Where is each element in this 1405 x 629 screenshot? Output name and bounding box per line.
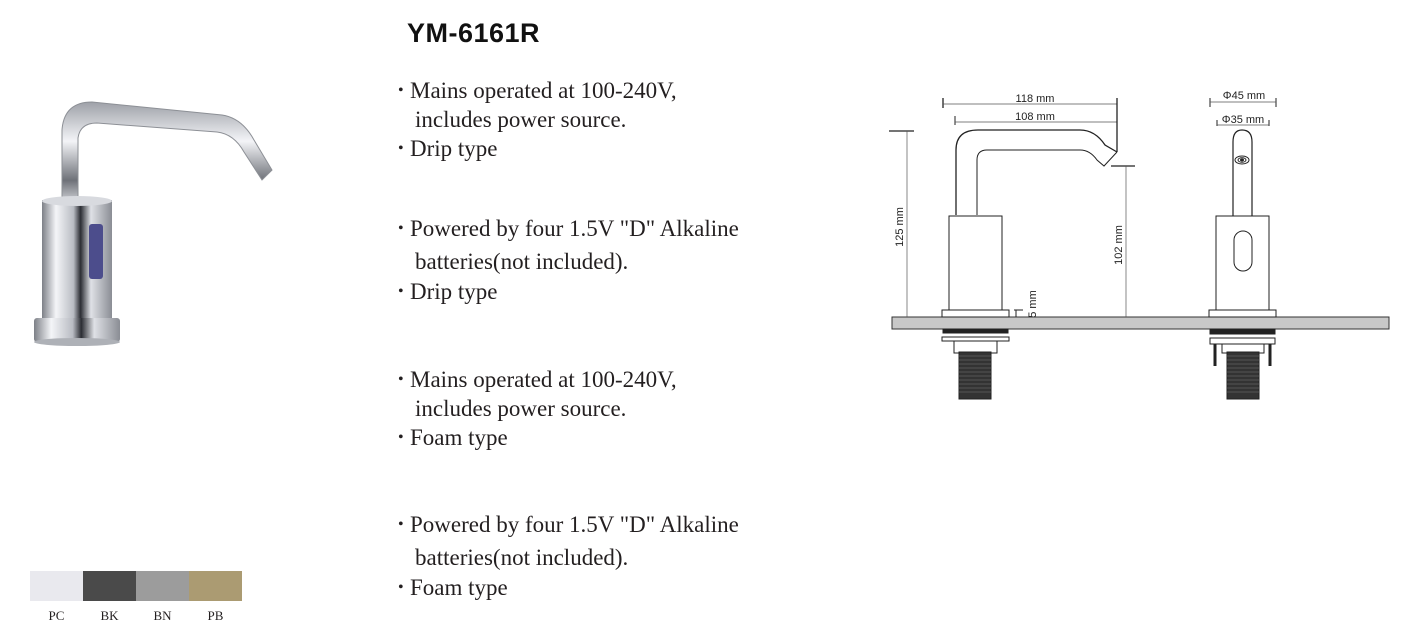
technical-drawing: 118 mm 108 mm 125 mm 102 mm 5 mm Φ45 mm … xyxy=(880,80,1395,415)
spec-group-battery-drip: • Powered by four 1.5V "D" Alkaline batte… xyxy=(398,212,739,305)
dim-125: 125 mm xyxy=(894,207,906,247)
spec-line: • Foam type xyxy=(398,574,739,601)
spec-line: includes power source. xyxy=(415,396,627,421)
spec-line: • Powered by four 1.5V "D" Alkaline xyxy=(398,508,739,541)
product-photo xyxy=(22,90,282,360)
spec-text: Powered by four 1.5V "D" Alkaline xyxy=(410,216,739,241)
spec-line: batteries(not included). xyxy=(415,545,629,570)
spec-type: Foam type xyxy=(410,425,508,450)
spec-group-mains-foam: • Mains operated at 100-240V, includes po… xyxy=(398,365,677,452)
finish-label: BK xyxy=(100,608,119,623)
spec-line: • Mains operated at 100-240V, xyxy=(398,365,677,394)
finish-labels: PC BK BN PB xyxy=(30,608,242,624)
faucet-photo-icon xyxy=(34,101,273,346)
finish-label: PB xyxy=(207,608,224,623)
dim-108: 108 mm xyxy=(1015,111,1055,123)
spec-group-battery-foam: • Powered by four 1.5V "D" Alkaline batte… xyxy=(398,508,739,601)
swatch-pc[interactable] xyxy=(30,571,83,601)
bullet-icon: • xyxy=(398,516,404,533)
spec-line: • Drip type xyxy=(398,278,739,305)
bullet-icon: • xyxy=(398,283,404,300)
spec-line: • Drip type xyxy=(398,134,677,163)
swatch-pb[interactable] xyxy=(189,571,242,601)
bullet-icon: • xyxy=(398,82,404,99)
spec-text: Mains operated at 100-240V, xyxy=(410,78,677,103)
spec-line: • Foam type xyxy=(398,423,677,452)
finish-swatches xyxy=(30,571,242,601)
finish-label: PC xyxy=(48,608,65,623)
spec-text: Mains operated at 100-240V, xyxy=(410,367,677,392)
dimension-drawing-icon: 118 mm 108 mm 125 mm 102 mm 5 mm Φ45 mm … xyxy=(889,90,1390,400)
product-model-title: YM-6161R xyxy=(407,18,541,48)
dim-118: 118 mm xyxy=(1016,93,1055,105)
dim-phi35: Φ35 mm xyxy=(1222,114,1264,126)
dim-phi45: Φ45 mm xyxy=(1223,90,1265,102)
finish-label: BN xyxy=(153,608,172,623)
swatch-bn[interactable] xyxy=(136,571,189,601)
spec-type: Drip type xyxy=(410,136,498,161)
spec-group-mains-drip: • Mains operated at 100-240V, includes po… xyxy=(398,76,677,163)
spec-line: batteries(not included). xyxy=(415,249,629,274)
spec-text: Powered by four 1.5V "D" Alkaline xyxy=(410,512,739,537)
bullet-icon: • xyxy=(398,371,404,388)
dim-5: 5 mm xyxy=(1027,290,1039,318)
bullet-icon: • xyxy=(398,579,404,596)
spec-type: Foam type xyxy=(410,575,508,600)
bullet-icon: • xyxy=(398,429,404,446)
spec-line: • Mains operated at 100-240V, xyxy=(398,76,677,105)
swatch-bk[interactable] xyxy=(83,571,136,601)
dim-102: 102 mm xyxy=(1113,225,1125,265)
spec-type: Drip type xyxy=(410,279,498,304)
spec-line: • Powered by four 1.5V "D" Alkaline xyxy=(398,212,739,245)
spec-line: includes power source. xyxy=(415,107,627,132)
bullet-icon: • xyxy=(398,140,404,157)
bullet-icon: • xyxy=(398,220,404,237)
